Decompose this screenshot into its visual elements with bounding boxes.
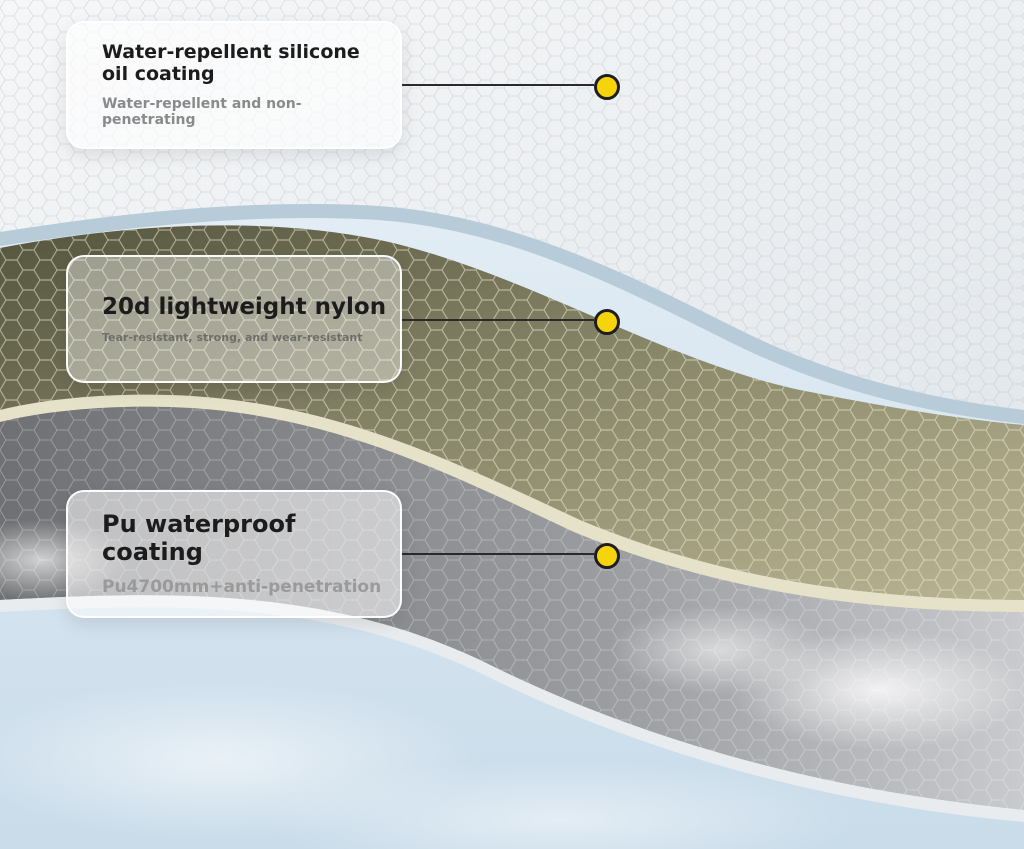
callout-leader-line [402,553,594,555]
layer-title: Pu waterproof coating [102,510,296,566]
layer-callout-silicone: Water-repellent silicone oil coating Wat… [66,21,402,149]
layer-subtitle: Pu4700mm+anti-penetration [102,576,382,597]
callout-leader-line [402,319,594,321]
callout-leader-line [402,84,594,86]
layer-title: Water-repellent silicone oil coating [102,41,360,85]
layer-subtitle: Water-repellent and non-penetrating [102,95,302,128]
cloud [610,605,830,695]
silicone-layer-edge [0,204,1024,424]
yellow-dot-marker-icon [594,74,620,100]
yellow-dot-marker-icon [594,543,620,569]
pu-layer-edge [0,595,1024,822]
layer-title: 20d lightweight nylon [102,294,387,321]
yellow-dot-marker-icon [594,309,620,335]
layer-subtitle: Tear-resistant, strong, and wear-resista… [102,330,363,344]
cloud [260,760,860,849]
layer-callout-nylon: 20d lightweight nylon Tear-resistant, st… [66,255,402,383]
layer-callout-pu: Pu waterproof coating Pu4700mm+anti-pene… [66,490,402,618]
